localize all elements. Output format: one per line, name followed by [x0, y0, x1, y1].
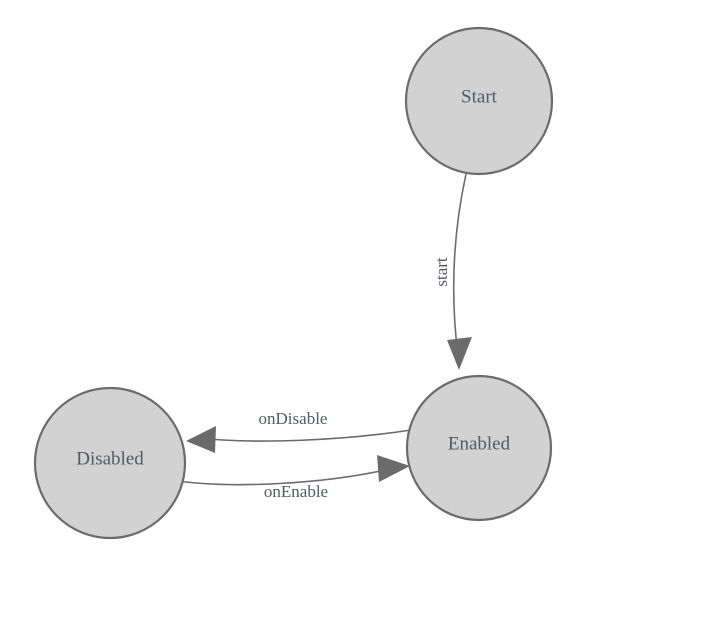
edge-enabled-to-disabled[interactable]: onDisable [186, 409, 412, 453]
edge-start-to-enabled-label: start [432, 257, 451, 287]
state-node-enabled[interactable]: Enabled [405, 374, 553, 522]
state-node-start-label: Start [461, 86, 498, 107]
edge-start-to-enabled-path [452, 173, 467, 357]
edge-start-to-enabled-arrowhead-icon [447, 337, 472, 370]
edge-disabled-to-enabled-label: onEnable [264, 482, 328, 501]
edge-start-to-enabled[interactable]: start [432, 173, 472, 370]
state-node-start[interactable]: Start [404, 26, 554, 176]
state-node-disabled-label: Disabled [76, 448, 144, 469]
state-node-start-circle [404, 26, 554, 176]
state-node-disabled-circle [33, 386, 187, 540]
edge-disabled-to-enabled[interactable]: onEnable [177, 455, 410, 501]
edge-enabled-to-disabled-path [197, 429, 412, 442]
edge-enabled-to-disabled-label: onDisable [259, 409, 328, 428]
edge-disabled-to-enabled-path [177, 469, 386, 486]
state-node-enabled-label: Enabled [448, 433, 511, 454]
state-node-disabled[interactable]: Disabled [33, 386, 187, 540]
state-node-enabled-circle [405, 374, 553, 522]
edge-enabled-to-disabled-arrowhead-icon [186, 426, 216, 453]
edge-disabled-to-enabled-arrowhead-icon [377, 455, 410, 482]
